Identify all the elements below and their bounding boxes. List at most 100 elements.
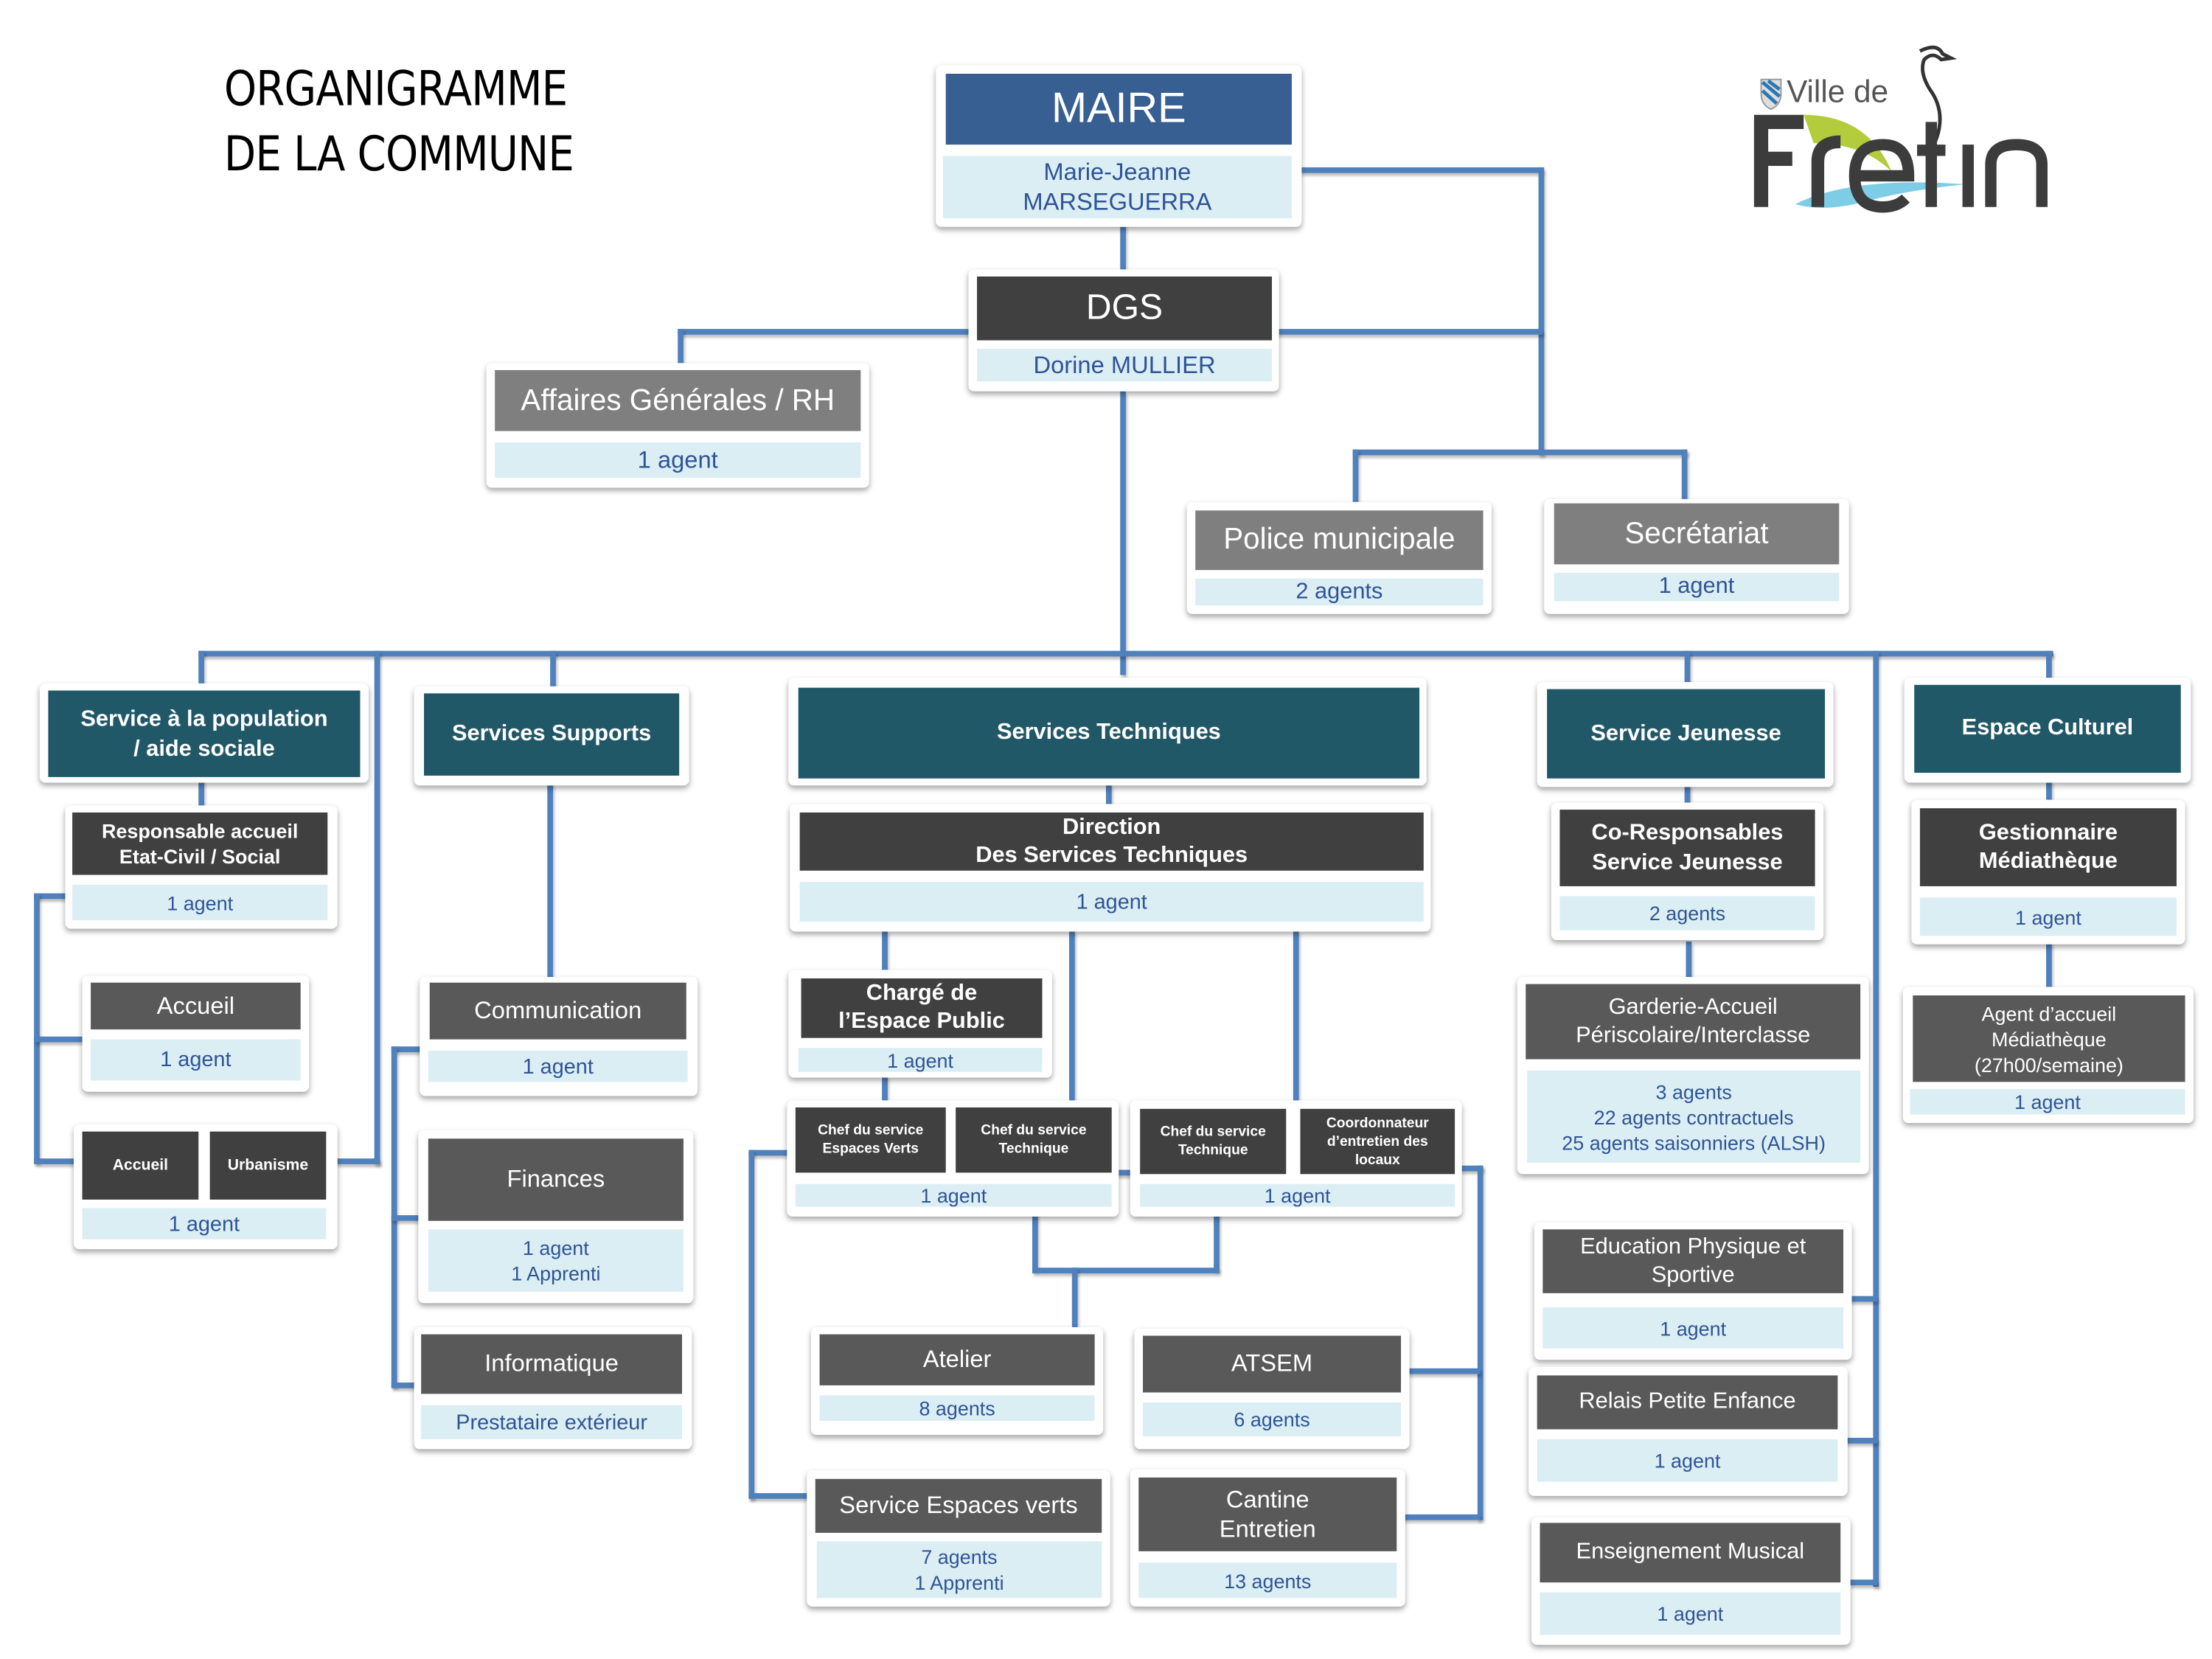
connector-espace-chefs <box>882 1074 888 1112</box>
atsem-card[interactable]: ATSEM 6 agents <box>1134 1328 1410 1450</box>
connector-cult-gest <box>2046 779 2052 809</box>
affaires-title: Affaires Générales / RH <box>495 369 861 431</box>
atelier-card[interactable]: Atelier 8 agents <box>811 1327 1104 1436</box>
connector-right-trunk <box>1538 167 1545 456</box>
affaires-staff: 1 agent <box>495 442 861 479</box>
gestionnaire-card[interactable]: Gestionnaire Médiathèque 1 agent <box>1911 799 2185 945</box>
connector-police <box>1352 449 1359 509</box>
culturel-card[interactable]: Espace Culturel <box>1904 678 2191 783</box>
musique-card[interactable]: Enseignement Musical 1 agent <box>1531 1517 1851 1645</box>
secretariat-staff: 1 agent <box>1554 572 1840 602</box>
espaces-verts-card[interactable]: Service Espaces verts 7 agents 1 Apprent… <box>807 1470 1110 1607</box>
connector-secretariat <box>1681 449 1688 504</box>
coordonnateur-title: Coordonnateur d’entretien des locaux <box>1300 1108 1455 1175</box>
informatique-staff: Prestataire extérieur <box>421 1405 683 1439</box>
chefs-b-card[interactable]: Chef du service Technique Coordonnateur … <box>1130 1100 1462 1217</box>
atelier-staff: 8 agents <box>819 1395 1095 1421</box>
connector-chefs-a-left <box>748 1150 792 1156</box>
secretariat-card[interactable]: Secrétariat 1 agent <box>1544 498 1849 614</box>
espace-public-title: Chargé de l’Espace Public <box>801 978 1043 1038</box>
connector-musique <box>1848 1579 1878 1586</box>
responsable-accueil-card[interactable]: Responsable accueil Etat-Civil / Social … <box>65 805 338 929</box>
connector-dir-espace <box>882 930 888 976</box>
chefs-a-staff: 1 agent <box>795 1183 1112 1207</box>
connector-accueil2 <box>34 1158 80 1164</box>
accueil-urbanisme-card[interactable]: Accueil Urbanisme 1 agent <box>74 1124 338 1250</box>
agent-accueil-staff: 1 agent <box>1910 1088 2185 1115</box>
communication-staff: 1 agent <box>428 1051 688 1082</box>
jeunesse-title: Service Jeunesse <box>1547 689 1826 779</box>
finances-title: Finances <box>428 1138 684 1221</box>
garderie-card[interactable]: Garderie-Accueil Périscolaire/Interclass… <box>1517 977 1869 1175</box>
agent-accueil-card[interactable]: Agent d’accueil Médiathèque (27h00/semai… <box>1902 987 2194 1124</box>
connector-dir-chefs-b <box>1293 930 1299 1112</box>
connector-chefs-b-right <box>1455 1165 1484 1172</box>
connector-st-left-trunk <box>748 1150 755 1499</box>
cantine-card[interactable]: Cantine Entretien 13 agents <box>1130 1469 1405 1607</box>
connector-pop-left-trunk <box>34 893 40 1163</box>
musique-staff: 1 agent <box>1540 1592 1841 1635</box>
direction-st-card[interactable]: Direction Des Services Techniques 1 agen… <box>790 804 1431 932</box>
connector-maire-right <box>1298 167 1543 173</box>
techniques-title: Services Techniques <box>798 687 1420 779</box>
informatique-title: Informatique <box>421 1334 683 1394</box>
eps-card[interactable]: Education Physique et Sportive 1 agent <box>1534 1222 1852 1360</box>
urbanisme-title: Urbanisme <box>209 1131 327 1200</box>
connector-accueil <box>34 1036 86 1043</box>
garderie-title: Garderie-Accueil Périscolaire/Interclass… <box>1526 984 1861 1060</box>
connector-atsem <box>1406 1368 1481 1374</box>
gestionnaire-staff: 1 agent <box>1919 897 2177 936</box>
maire-card[interactable]: MAIRE Marie-Jeanne MARSEGUERRA <box>936 65 1302 227</box>
accueil-card[interactable]: Accueil 1 agent <box>82 975 310 1092</box>
police-card[interactable]: Police municipale 2 agents <box>1186 501 1492 614</box>
agent-accueil-title: Agent d’accueil Médiathèque (27h00/semai… <box>1913 995 2185 1082</box>
connector-resp-left <box>34 893 69 900</box>
accueil-staff: 1 agent <box>91 1039 301 1081</box>
dgs-card[interactable]: DGS Dorine MULLIER <box>968 269 1279 392</box>
accueil-urbanisme-staff: 1 agent <box>82 1208 327 1239</box>
rpe-card[interactable]: Relais Petite Enfance 1 agent <box>1528 1366 1848 1496</box>
connector-chefs-a-down <box>1032 1208 1038 1271</box>
supports-card[interactable]: Services Supports <box>414 686 689 786</box>
secretariat-title: Secrétariat <box>1554 503 1840 565</box>
connector-cantine <box>1398 1514 1481 1520</box>
connector-jeunesse-trunk <box>1873 650 1879 1587</box>
informatique-card[interactable]: Informatique Prestataire extérieur <box>414 1327 692 1450</box>
affaires-card[interactable]: Affaires Générales / RH 1 agent <box>486 363 869 488</box>
connector-finances <box>391 1215 428 1221</box>
population-card[interactable]: Service à la population / aide sociale <box>39 683 369 783</box>
swan-logo-icon: Ville de <box>1753 45 2048 213</box>
espaces-verts-title: Service Espaces verts <box>815 1478 1102 1533</box>
eps-title: Education Physique et Sportive <box>1543 1229 1844 1293</box>
chefs-a-card[interactable]: Chef du service Espaces Verts Chef du se… <box>787 1100 1119 1217</box>
connector-main-bus <box>198 650 2053 657</box>
espace-public-staff: 1 agent <box>798 1048 1043 1072</box>
jeunesse-card[interactable]: Service Jeunesse <box>1537 682 1834 787</box>
chef-technique-b-title: Chef du service Technique <box>1140 1108 1287 1175</box>
garderie-staff: 3 agents 22 agents contractuels 25 agent… <box>1527 1070 1861 1163</box>
connector-population <box>198 650 204 691</box>
cantine-title: Cantine Entretien <box>1138 1477 1397 1551</box>
page-title: ORGANIGRAMME DE LA COMMUNE <box>224 57 574 187</box>
connector-sup-comm <box>547 782 554 978</box>
espace-public-card[interactable]: Chargé de l’Espace Public 1 agent <box>788 970 1052 1078</box>
title-line-2: DE LA COMMUNE <box>223 126 574 184</box>
finances-staff: 1 agent 1 Apprenti <box>428 1229 684 1292</box>
finances-card[interactable]: Finances 1 agent 1 Apprenti <box>418 1130 694 1304</box>
connector-jeunesse <box>1684 650 1691 685</box>
connector-population-right <box>374 650 380 1164</box>
coresp-staff: 2 agents <box>1559 896 1815 931</box>
connector-eps <box>1846 1295 1878 1302</box>
coresp-card[interactable]: Co-Responsables Service Jeunesse 2 agent… <box>1551 802 1824 941</box>
connector-dgs-left <box>678 329 976 335</box>
communication-title: Communication <box>429 982 686 1040</box>
communication-card[interactable]: Communication 1 agent <box>420 977 698 1096</box>
title-line-1: ORGANIGRAMME <box>223 60 568 118</box>
cantine-staff: 13 agents <box>1138 1562 1397 1599</box>
accueil-small-title: Accueil <box>82 1131 199 1200</box>
gestionnaire-title: Gestionnaire Médiathèque <box>1919 808 2177 886</box>
techniques-card[interactable]: Services Techniques <box>788 678 1427 786</box>
connector-comm-left <box>391 1046 425 1052</box>
direction-st-staff: 1 agent <box>799 882 1424 922</box>
